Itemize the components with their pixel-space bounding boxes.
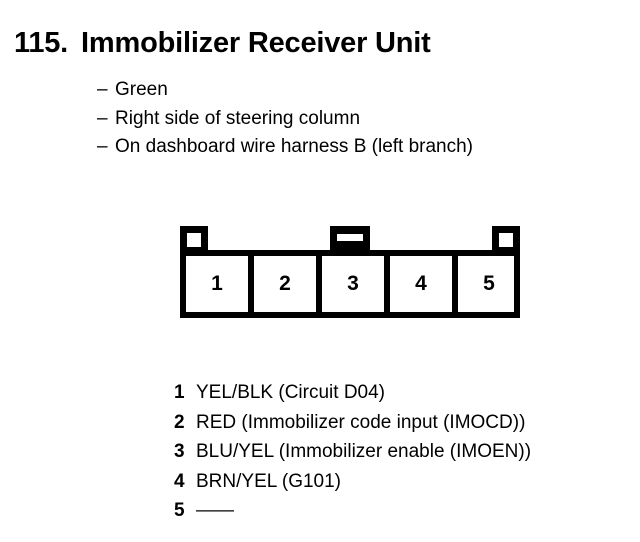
pin-legend-description: RED (Immobilizer code input (IMOCD)): [196, 411, 526, 433]
dash-icon: –: [97, 79, 108, 100]
dash-icon: –: [97, 136, 108, 157]
pin-legend-row: 4 BRN/YEL (G101): [174, 467, 531, 497]
cavity-number-1: 1: [211, 272, 223, 295]
cavity-number-4: 4: [415, 272, 427, 295]
cavity-divider: [248, 250, 254, 318]
pin-legend: 1 YEL/BLK (Circuit D04) 2 RED (Immobilizer…: [174, 378, 531, 526]
pin-legend-row: 2 RED (Immobilizer code input (IMOCD)): [174, 408, 531, 438]
pin-legend-row: 3 BLU/YEL (Immobilizer enable (IMOEN)): [174, 437, 531, 467]
connector-diagram: 1 2 3 4 5: [180, 226, 520, 318]
cavity-divider: [316, 250, 322, 318]
left-locking-tab-hole: [187, 233, 201, 247]
pin-legend-number: 5: [174, 500, 185, 521]
cavity-number-3: 3: [347, 272, 359, 295]
pin-legend-description: BRN/YEL (G101): [196, 470, 342, 492]
cavity-number-2: 2: [279, 272, 291, 295]
pin-legend-description: BLU/YEL (Immobilizer enable (IMOEN)): [196, 441, 532, 462]
pin-legend-number: 3: [174, 441, 185, 462]
cavity-number-5: 5: [483, 272, 495, 295]
pin-legend-row: 5 ——: [174, 496, 531, 526]
left-locking-tab-icon: [180, 226, 208, 256]
pin-legend-number: 1: [174, 382, 185, 403]
description-item-text: Right side of steering column: [115, 107, 361, 129]
right-locking-tab-icon: [492, 226, 520, 256]
page-title-text: Immobilizer Receiver Unit: [81, 27, 431, 59]
description-item: –Green: [97, 76, 473, 105]
dash-icon: –: [97, 107, 108, 129]
pin-legend-number: 2: [174, 411, 185, 433]
description-item: –On dashboard wire harness B (left branc…: [97, 133, 473, 162]
description-item-text: Green: [115, 79, 168, 100]
right-locking-tab-hole: [499, 233, 513, 247]
description-item: –Right side of steering column: [97, 105, 473, 134]
cavity-divider: [384, 250, 390, 318]
pin-legend-row: 1 YEL/BLK (Circuit D04): [174, 378, 531, 408]
page-title-number: 115.: [14, 27, 69, 59]
center-latch-tab-icon: [330, 226, 370, 254]
cavity-divider: [452, 250, 458, 318]
pin-legend-number: 4: [174, 470, 185, 492]
pin-legend-description: ——: [196, 500, 234, 521]
page-title: 115. Immobilizer Receiver Unit: [14, 26, 431, 60]
description-list: –Green –Right side of steering column –O…: [97, 76, 473, 162]
description-item-text: On dashboard wire harness B (left branch…: [115, 136, 474, 157]
pin-legend-description: YEL/BLK (Circuit D04): [196, 382, 386, 403]
center-latch-slot: [337, 234, 363, 241]
